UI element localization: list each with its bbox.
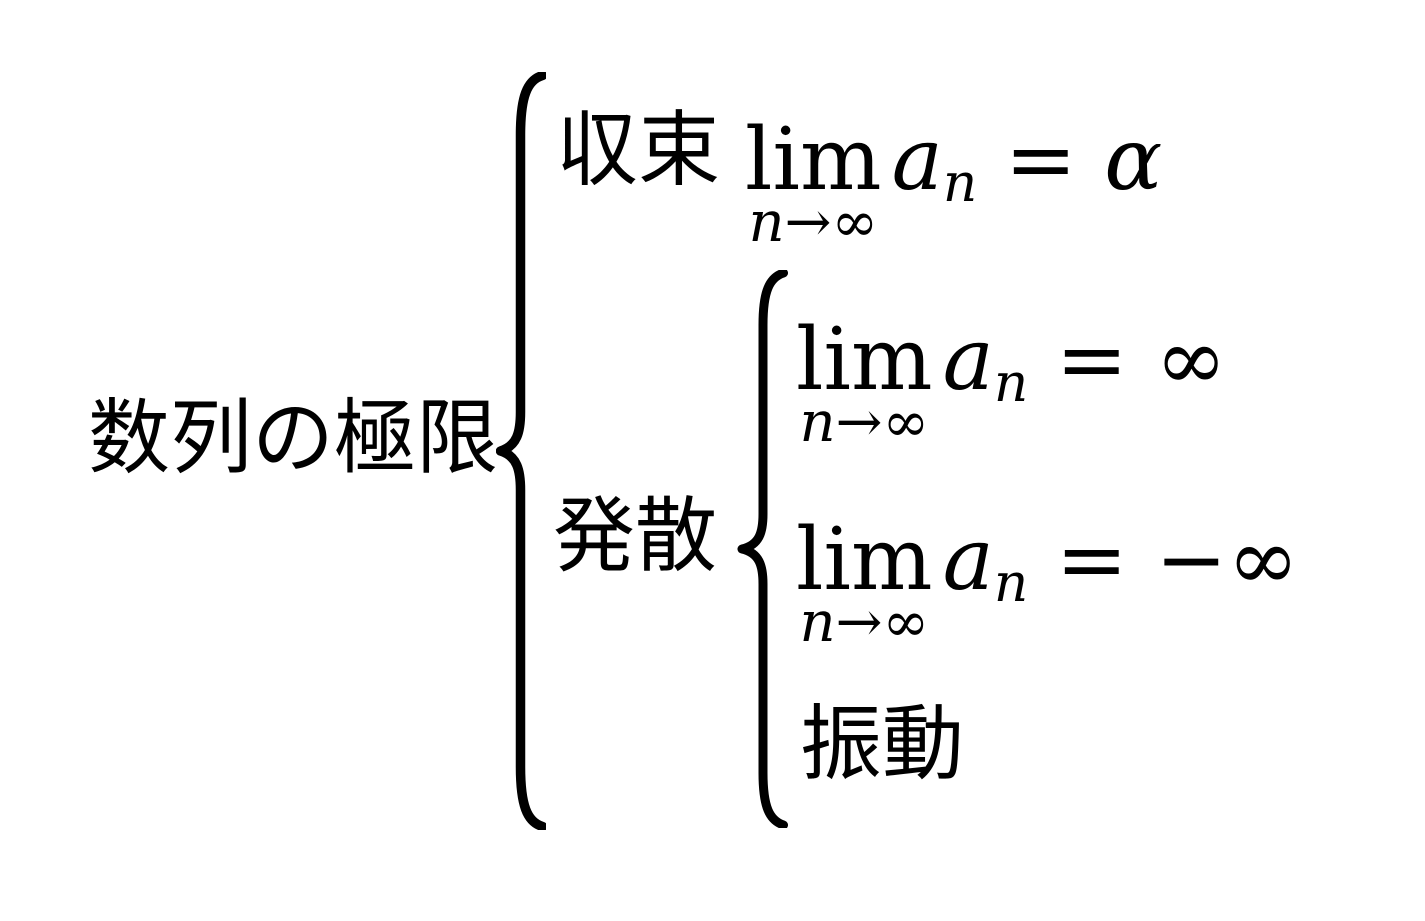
- arrow-right-icon: →: [835, 590, 883, 655]
- lim-block: lim n→∞: [796, 317, 933, 451]
- arrow-right-icon: →: [784, 190, 832, 255]
- divergence-label: 発散: [553, 491, 718, 582]
- lim-word: lim: [745, 110, 882, 210]
- lim-word: lim: [796, 510, 933, 610]
- outer-brace-icon: [496, 72, 546, 830]
- equals-sign: =: [1055, 310, 1128, 410]
- lim-block: lim n→∞: [745, 117, 882, 251]
- limit-value-alpha: α: [1104, 110, 1163, 210]
- lim-block: lim n→∞: [796, 517, 933, 651]
- equals-sign: =: [1004, 110, 1077, 210]
- root-label: 数列の極限: [88, 393, 499, 484]
- divergence-formula-positive-infinity: lim n→∞ an=∞: [796, 317, 1227, 451]
- equals-sign: =: [1055, 510, 1128, 610]
- divergence-formula-negative-infinity: lim n→∞ an=−∞: [796, 517, 1299, 651]
- infinity-icon: ∞: [882, 590, 930, 655]
- infinity-icon: ∞: [831, 190, 879, 255]
- oscillation-label: 振動: [800, 699, 965, 790]
- lim-word: lim: [796, 310, 933, 410]
- lim-subscript: n→∞: [799, 590, 930, 655]
- inner-brace-icon: [737, 270, 788, 828]
- convergence-label: 収束: [556, 105, 721, 196]
- convergence-formula: lim n→∞ an=α: [745, 117, 1162, 251]
- lim-subscript: n→∞: [799, 390, 930, 455]
- infinity-icon: ∞: [882, 390, 930, 455]
- sequence-term: an=α: [891, 110, 1163, 214]
- lim-subscript: n→∞: [748, 190, 879, 255]
- arrow-right-icon: →: [835, 390, 883, 455]
- limit-value-infinity: ∞: [1155, 310, 1227, 410]
- sequence-term: an=−∞: [942, 510, 1299, 614]
- sequence-term: an=∞: [942, 310, 1227, 414]
- limit-value-negative-infinity: −∞: [1155, 510, 1299, 610]
